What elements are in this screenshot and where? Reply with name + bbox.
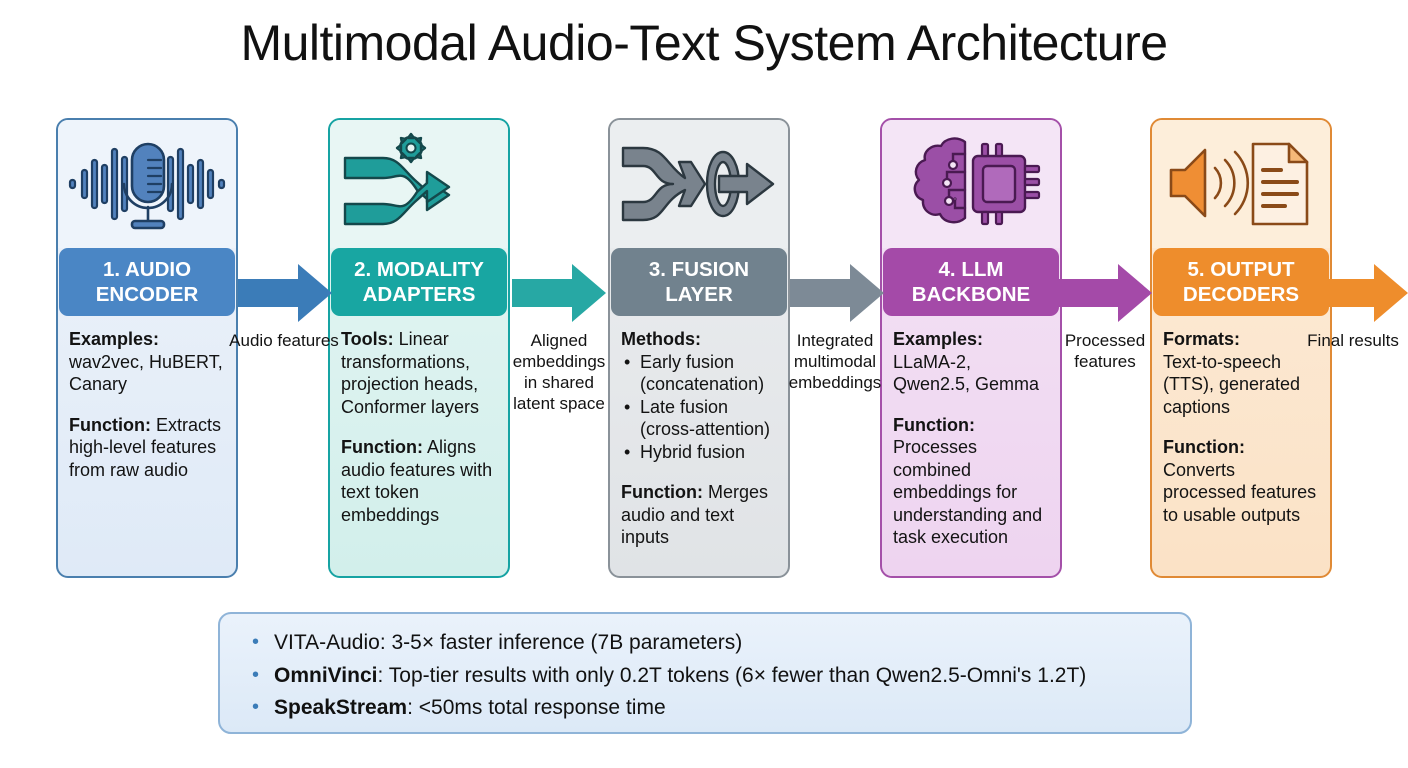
stage-field-label: Function: <box>621 482 703 502</box>
stage-header-audio-encoder: 1. AUDIO ENCODER <box>59 248 235 316</box>
list-item: Late fusion (cross-attention) <box>624 396 777 441</box>
list-item: Early fusion (concatenation) <box>624 351 777 396</box>
stage-field-examples: Examples: wav2vec, HuBERT, Canary <box>69 328 225 396</box>
stage-header-llm-backbone: 4. LLM BACKBONE <box>883 248 1059 316</box>
highlights-list: VITA-Audio: 3-5× faster inference (7B pa… <box>248 626 1170 725</box>
stage-field-label: Function: <box>69 414 151 435</box>
stage-field-formats: Formats: Text-to-speech (TTS), generated… <box>1163 328 1319 418</box>
stage-field-value: Merges audio and text inputs <box>621 482 769 547</box>
stage-header-line2: ENCODER <box>95 283 199 306</box>
stage-body-llm-backbone: Examples: LLaMA-2, Qwen2.5, Gemma Functi… <box>882 316 1060 549</box>
speaker-document-icon <box>1152 120 1330 248</box>
stage-card-output-decoders[interactable]: 5. OUTPUT DECODERS Formats: Text-to-spee… <box>1150 118 1332 578</box>
stage-field-examples: Examples: LLaMA-2, Qwen2.5, Gemma <box>893 328 1049 396</box>
stage-field-tools: Tools: Linear transformations, projectio… <box>341 328 497 418</box>
stage-field-function: Function: Extracts high-level features f… <box>69 414 225 482</box>
flow-arrow-4-label: Processed features <box>1064 331 1146 371</box>
highlight-name: SpeakStream <box>274 696 408 719</box>
stage-header-line1: 5. OUTPUT <box>1187 258 1295 281</box>
stage-field-label: Examples: <box>69 329 160 349</box>
stage-field-value: Converts processed features to usable ou… <box>1163 459 1317 525</box>
stage-field-value: wav2vec, HuBERT, Canary <box>69 351 223 395</box>
flow-arrow-2 <box>512 262 608 324</box>
highlight-name: OmniVinci <box>274 663 378 687</box>
shuffle-arrows-gear-icon <box>330 120 508 248</box>
stage-field-label: Examples: <box>893 329 984 349</box>
stage-field-value: Text-to-speech (TTS), generated captions <box>1163 351 1301 417</box>
stage-body-output-decoders: Formats: Text-to-speech (TTS), generated… <box>1152 316 1330 526</box>
stage-field-value: Extracts high-level features from raw au… <box>69 414 222 480</box>
highlight-text: : <50ms total response time <box>407 696 666 719</box>
stage-field-label: Function: <box>893 414 975 435</box>
stage-field-label: Tools: <box>341 329 394 349</box>
highlight-text: : 3-5× faster inference (7B parameters) <box>379 631 743 654</box>
stage-header-line1: 3. FUSION <box>648 258 750 281</box>
flow-arrow-5-label: Final results <box>1307 331 1399 350</box>
stage-body-audio-encoder: Examples: wav2vec, HuBERT, Canary Functi… <box>58 316 236 481</box>
stage-field-value: Aligns audio features with text token em… <box>341 437 493 525</box>
stage-card-modality-adapters[interactable]: 2. MODALITY ADAPTERS Tools: Linear trans… <box>328 118 510 578</box>
list-item: OmniVinci: Top-tier results with only 0.… <box>248 659 1170 693</box>
stage-field-function: Function: Processes combined embeddings … <box>893 414 1049 549</box>
flow-arrow-2-label: Aligned embeddings in shared latent spac… <box>512 331 606 413</box>
stage-field-methods-label: Methods: <box>621 329 701 349</box>
flow-arrow-5 <box>1322 262 1408 324</box>
merge-arrows-icon <box>610 120 788 248</box>
flow-arrow-3 <box>790 262 886 324</box>
stage-header-line2: LAYER <box>665 283 733 306</box>
highlight-text: : Top-tier results with only 0.2T tokens… <box>377 663 1087 687</box>
list-item: Hybrid fusion <box>624 441 777 464</box>
stage-header-modality-adapters: 2. MODALITY ADAPTERS <box>331 248 507 316</box>
highlights-callout: VITA-Audio: 3-5× faster inference (7B pa… <box>218 612 1192 734</box>
page-title: Multimodal Audio-Text System Architectur… <box>240 15 1168 71</box>
fusion-methods-list: Early fusion (concatenation) Late fusion… <box>621 351 777 464</box>
flow-arrow-1 <box>238 262 334 324</box>
stage-card-fusion-layer[interactable]: 3. FUSION LAYER Methods: Early fusion (c… <box>608 118 790 578</box>
flow-arrow-4 <box>1058 262 1154 324</box>
stage-card-audio-encoder[interactable]: 1. AUDIO ENCODER Examples: wav2vec, HuBE… <box>56 118 238 578</box>
stage-field-value: LLaMA-2, Qwen2.5, Gemma <box>893 351 1040 395</box>
brain-chip-icon <box>882 120 1060 248</box>
flow-arrow-1-label: Audio features <box>229 331 339 350</box>
flow-arrow-3-label: Integrated multimodal embeddings <box>788 331 882 392</box>
stage-body-modality-adapters: Tools: Linear transformations, projectio… <box>330 316 508 526</box>
stage-field-value: Linear transformations, projection heads… <box>341 329 480 417</box>
stage-body-fusion-layer: Methods: Early fusion (concatenation) La… <box>610 316 788 549</box>
stage-header-fusion-layer: 3. FUSION LAYER <box>611 248 787 316</box>
stage-field-value: Processes combined embeddings for unders… <box>893 437 1043 547</box>
stage-header-line2: BACKBONE <box>911 283 1031 306</box>
microphone-waveform-icon <box>58 120 236 248</box>
stage-header-line2: ADAPTERS <box>362 283 476 306</box>
stage-header-line1: 4. LLM <box>938 258 1004 281</box>
stage-field-label: Formats: <box>1163 329 1241 349</box>
stage-field-label: Function: <box>341 437 423 457</box>
stage-field-label: Function: <box>1163 437 1245 457</box>
stage-header-line1: 2. MODALITY <box>354 258 484 281</box>
stage-field-function: Function: Converts processed features to… <box>1163 436 1319 526</box>
stage-field-function: Function: Merges audio and text inputs <box>621 481 777 549</box>
list-item: SpeakStream: <50ms total response time <box>248 691 1170 725</box>
stage-header-output-decoders: 5. OUTPUT DECODERS <box>1153 248 1329 316</box>
stage-field-function: Function: Aligns audio features with tex… <box>341 436 497 526</box>
stage-header-line2: DECODERS <box>1182 283 1300 306</box>
list-item: VITA-Audio: 3-5× faster inference (7B pa… <box>248 626 1170 660</box>
stage-card-llm-backbone[interactable]: 4. LLM BACKBONE Examples: LLaMA-2, Qwen2… <box>880 118 1062 578</box>
highlight-name: VITA-Audio <box>274 631 380 654</box>
stage-header-line1: 1. AUDIO <box>102 258 192 281</box>
